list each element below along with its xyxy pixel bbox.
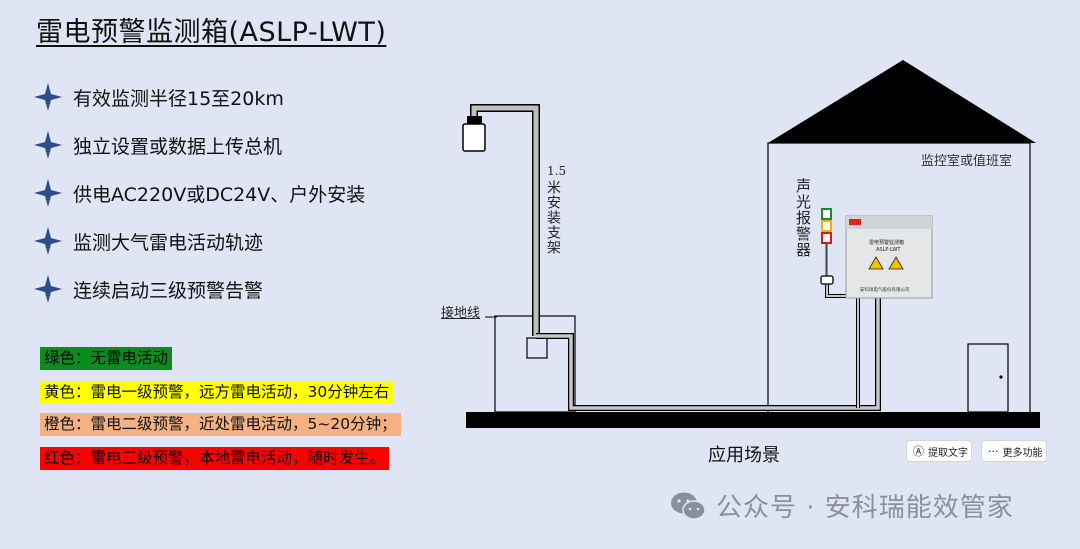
legend-yellow: 黄色：雷电一级预警，远方雷电活动，30分钟左右 [40, 381, 394, 404]
feature-text: 供电AC220V或DC24V、户外安装 [73, 183, 366, 206]
diagram-caption: 应用场景 [708, 445, 780, 466]
legend-red: 红色：雷电三级预警，本地雷电活动，随时发生。 [40, 447, 390, 470]
warning-icon [868, 256, 884, 270]
door-knob [999, 375, 1003, 379]
pole-label: 米安装支架 [545, 180, 561, 255]
wechat-icon [671, 492, 706, 520]
extract-text-label: 提取文字 [928, 447, 968, 459]
more-functions-button[interactable]: ··· 更多功能 [981, 440, 1047, 462]
alarm-base [820, 275, 834, 285]
feature-text: 独立设置或数据上传总机 [73, 135, 283, 158]
ground-line [466, 412, 1040, 428]
more-functions-label: 更多功能 [1002, 447, 1043, 459]
pole-height-number: 1.5 [547, 164, 567, 178]
house-roof [768, 60, 1036, 143]
text-scan-icon: Ⓐ [913, 445, 924, 458]
alarm-red-lamp [821, 232, 832, 244]
sensor-cap [467, 116, 482, 124]
room-label: 监控室或值班室 [921, 154, 1013, 169]
legend-orange: 橙色：雷电二级预警，近处雷电活动，5~20分钟； [40, 413, 401, 436]
extract-text-button[interactable]: Ⓐ 提取文字 [906, 440, 972, 462]
lightning-sensor [462, 123, 486, 152]
box-footer: 安科瑞电气股份有限公司 [860, 288, 910, 293]
box-logo [849, 219, 861, 225]
box-title: 雷电预警监测箱 [869, 240, 905, 246]
warning-icon [888, 256, 904, 270]
box-model: ASLP-LWT [876, 247, 901, 253]
page-title: 雷电预警监测箱(ASLP-LWT) [36, 17, 387, 48]
four-point-star-icon [34, 179, 62, 207]
feature-text: 监测大气雷电活动轨迹 [73, 231, 264, 254]
more-dots-icon: ··· [988, 444, 999, 458]
four-point-star-icon [34, 131, 62, 159]
four-point-star-icon [34, 227, 62, 255]
feature-item: 供电AC220V或DC24V、户外安装 [34, 176, 365, 210]
feature-item: 有效监测半径15至20km [34, 80, 284, 114]
feature-item: 监测大气雷电活动轨迹 [34, 224, 263, 258]
legend-green: 绿色：无雷电活动 [40, 347, 173, 370]
monitoring-box [845, 215, 933, 299]
alarm-cable [825, 282, 860, 408]
watermark: 公众号 · 安科瑞能效管家 [670, 487, 1014, 524]
watermark-text: 公众号 · 安科瑞能效管家 [716, 493, 1014, 523]
feature-item: 连续启动三级预警告警 [34, 272, 263, 306]
four-point-star-icon [34, 275, 62, 303]
ground-wire-label: 接地线 [441, 306, 481, 321]
foundation-inner [526, 337, 548, 359]
alarm-label: 声光报警器 [794, 178, 812, 258]
alarm-yellow-lamp [821, 220, 832, 232]
alarm-green-lamp [821, 208, 832, 220]
four-point-star-icon [34, 83, 62, 111]
feature-text: 连续启动三级预警告警 [73, 279, 264, 302]
signal-cable [536, 296, 881, 411]
feature-item: 独立设置或数据上传总机 [34, 128, 282, 162]
feature-text: 有效监测半径15至20km [73, 87, 284, 110]
